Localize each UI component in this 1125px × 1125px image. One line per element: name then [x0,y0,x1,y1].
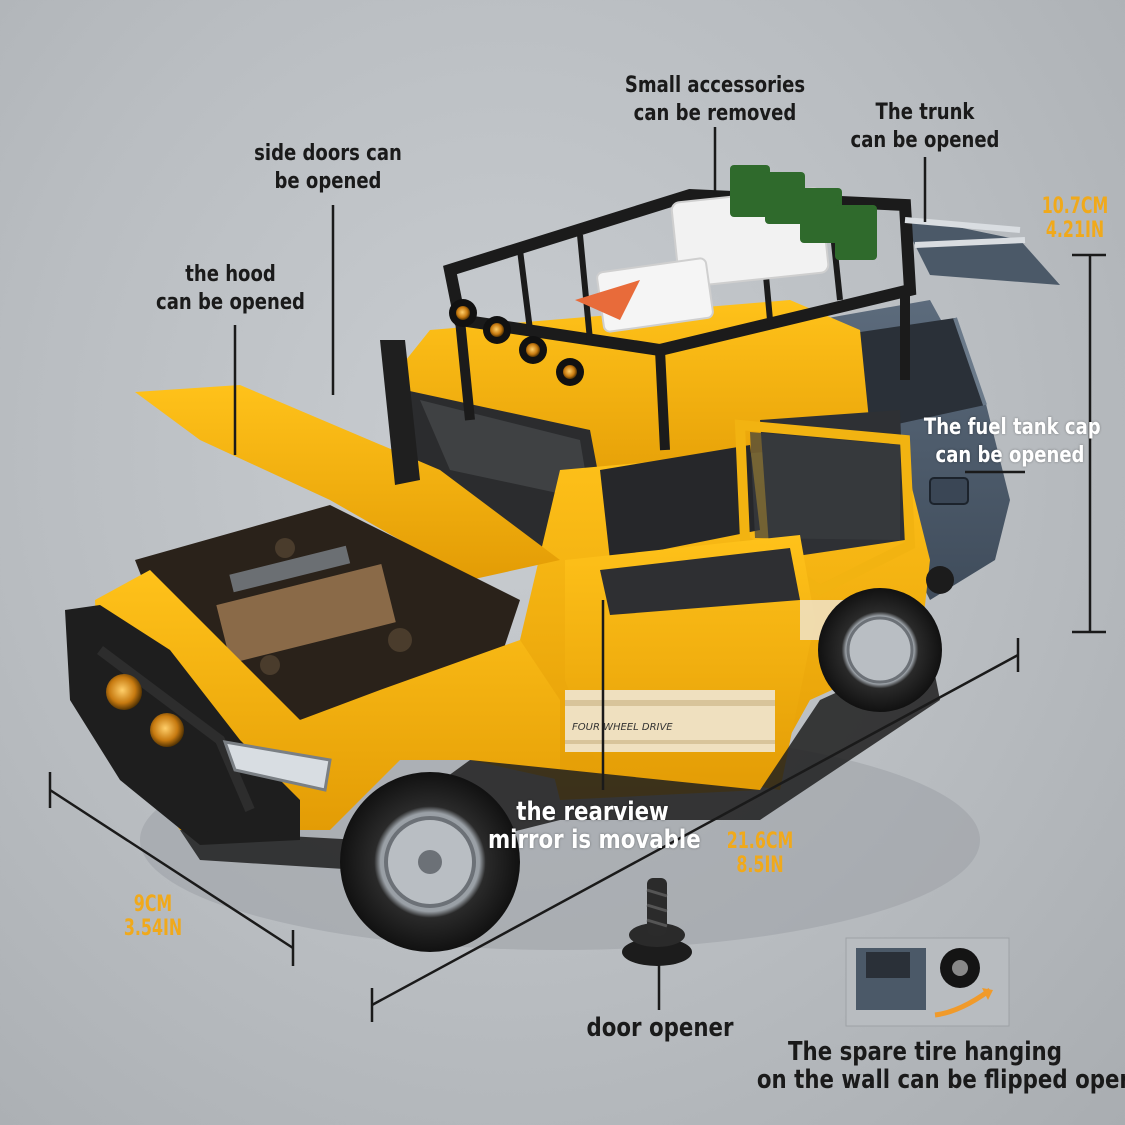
dimension-width-cm: 9CM [133,892,173,917]
callout-trunk: The trunk can be opened [847,99,1003,155]
jerry-can-1 [730,165,770,217]
fuel-cap-icon [929,477,969,505]
callout-rearview-mirror-line1: the rearview [516,797,669,827]
dimension-length: 21.6CM 8.5IN [712,830,808,878]
jerry-can-4 [835,205,877,260]
callout-hood-line1: the hood [185,262,276,287]
dimension-height: 10.7CM 4.21IN [1035,195,1115,243]
callout-spare-tire-line1: The spare tire hanging [787,1037,1062,1067]
car-body: FOUR WHEEL DRIVE [65,300,940,870]
callout-spare-tire: The spare tire hanging on the wall can b… [756,1037,1125,1095]
rear-door-open [734,419,916,596]
jerry-can-2 [765,172,805,224]
callout-spare-tire-line2: on the wall can be flipped open [756,1065,1125,1095]
side-decal-text: FOUR WHEEL DRIVE [572,722,673,733]
callout-door-opener-line1: door opener [586,1013,734,1043]
callout-rearview-mirror-line2: mirror is movable [487,825,701,855]
callout-side-doors-line1: side doors can [254,141,402,166]
dimension-length-in: 8.5IN [736,853,784,878]
dimension-height-in: 4.21IN [1045,218,1105,243]
roof-accessories [575,165,1026,333]
callout-rearview-mirror: the rearview mirror is movable [487,797,701,855]
fog-light-right [150,713,184,747]
spare-tire-inset [845,937,1010,1027]
callout-trunk-line1: The trunk [875,100,975,125]
callout-small-accessories-line1: Small accessories [624,73,806,98]
callout-side-doors: side doors can be opened [246,140,410,196]
door-opener-tool [622,878,692,966]
leader-lines [233,127,1025,1010]
callout-side-doors-line2: be opened [274,169,382,194]
callout-fuel-cap: The fuel tank cap can be opened [923,414,1101,470]
roof-rack [443,188,917,451]
dimension-width: 9CM 3.54IN [113,893,193,941]
headlight [222,740,332,792]
trunk-lid [900,215,1060,285]
callout-trunk-line2: can be opened [850,128,1000,153]
wheels [340,566,954,952]
hood-open [135,385,560,580]
callout-small-accessories-line2: can be removed [633,101,797,126]
callout-fuel-cap-line1: The fuel tank cap [923,415,1101,440]
dimension-height-cm: 10.7CM [1041,194,1109,219]
callout-small-accessories: Small accessories can be removed [621,72,810,128]
dimension-lines [48,253,1106,1022]
fog-light-left [106,674,142,710]
dimension-length-cm: 21.6CM [726,829,794,854]
callout-hood-line2: can be opened [156,290,305,315]
dimension-width-in: 3.54IN [123,916,183,941]
callout-hood: the hood can be opened [151,261,311,317]
snorkel [380,340,420,485]
callout-fuel-cap-line2: can be opened [935,443,1085,468]
callout-door-opener: door opener [578,1014,742,1042]
jerry-can-3 [800,188,842,243]
